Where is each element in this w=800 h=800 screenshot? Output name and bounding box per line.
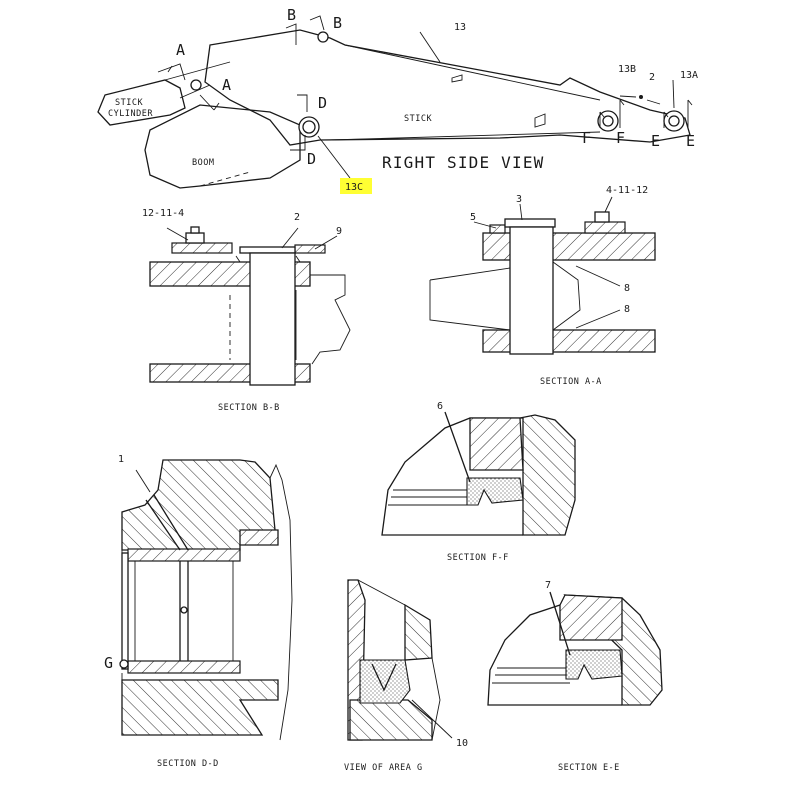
right-side-view-labels: 13 B B A A D D F F E E STICK CYLINDER BO… (108, 6, 698, 193)
section-dd (119, 459, 293, 741)
right-side-view (97, 15, 693, 194)
callout-10: 10 (456, 738, 468, 749)
callout-13b: 13B (618, 64, 636, 75)
callout-4-11-12: 4-11-12 (606, 185, 648, 196)
boom-label: BOOM (192, 158, 214, 168)
stick-label: STICK (404, 114, 432, 124)
section-ff (381, 411, 576, 536)
view-title: RIGHT SIDE VIEW (382, 153, 545, 172)
marker-g: G (104, 654, 113, 672)
callout-9: 9 (336, 226, 342, 237)
callout-8b: 8 (624, 304, 630, 315)
section-mark-e1: E (651, 132, 660, 150)
callout-2-bb: 2 (294, 212, 300, 223)
callout-12-11-4: 12-11-4 (142, 208, 184, 219)
callout-2-top: 2 (649, 72, 655, 83)
section-bb-labels: 12-11-4 2 9 SECTION B-B (142, 208, 342, 413)
section-mark-a1: A (176, 41, 185, 59)
stick-cylinder-label-2: CYLINDER (108, 109, 153, 119)
area-g-caption: VIEW OF AREA G (344, 763, 423, 773)
section-ee-labels: 7 SECTION E-E (545, 580, 620, 773)
section-ee (487, 591, 663, 706)
stick-cylinder-label-1: STICK (115, 98, 143, 108)
section-mark-f2: F (616, 129, 625, 147)
area-g-view (347, 579, 453, 741)
section-mark-a2: A (222, 76, 231, 94)
section-mark-d1: D (318, 94, 327, 112)
section-aa-caption: SECTION A-A (540, 377, 602, 387)
section-ff-caption: SECTION F-F (447, 553, 509, 563)
section-mark-b1: B (287, 6, 296, 24)
section-bb (149, 226, 351, 386)
section-dd-labels: 1 G SECTION D-D (104, 454, 219, 769)
callout-1: 1 (118, 454, 124, 465)
section-aa (429, 196, 656, 355)
section-mark-b2: B (333, 14, 342, 32)
section-mark-d2: D (307, 150, 316, 168)
section-mark-f1: F (582, 129, 591, 147)
section-ee-caption: SECTION E-E (558, 763, 620, 773)
callout-7: 7 (545, 580, 551, 591)
section-ff-labels: 6 SECTION F-F (437, 401, 509, 563)
callout-13: 13 (454, 22, 466, 33)
callout-6: 6 (437, 401, 443, 412)
section-mark-e2: E (686, 132, 695, 150)
callout-13a: 13A (680, 70, 698, 81)
area-g-labels: 10 VIEW OF AREA G (344, 738, 468, 773)
callout-3: 3 (516, 194, 522, 205)
section-dd-caption: SECTION D-D (157, 759, 219, 769)
callout-5: 5 (470, 212, 476, 223)
callout-13c: 13C (345, 182, 363, 193)
callout-8a: 8 (624, 283, 630, 294)
section-aa-labels: 5 3 4-11-12 8 8 SECTION A-A (470, 185, 648, 387)
section-bb-caption: SECTION B-B (218, 403, 280, 413)
